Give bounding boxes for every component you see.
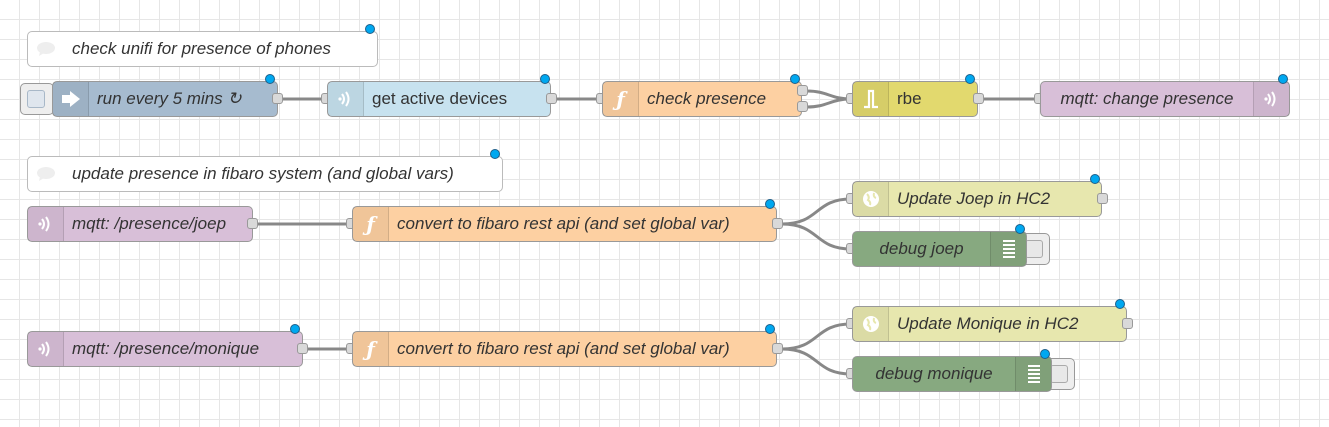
inject-arrow-icon	[53, 82, 89, 116]
changed-indicator	[1015, 224, 1025, 234]
changed-indicator	[540, 74, 550, 84]
function-node-check-presence[interactable]: ƒ check presence	[602, 81, 802, 117]
wire	[781, 197, 852, 226]
output-port-2[interactable]	[797, 101, 808, 112]
mqtt-icon	[28, 207, 64, 241]
mqtt-in-node-joep[interactable]: mqtt: /presence/joep	[27, 206, 253, 242]
globe-icon	[853, 182, 889, 216]
output-port[interactable]	[772, 343, 783, 354]
node-label: run every 5 mins ↻	[97, 89, 242, 108]
function-icon: ƒ	[353, 207, 389, 241]
debug-node-monique[interactable]: debug monique	[852, 356, 1052, 392]
comment-label: update presence in fibaro system (and gl…	[72, 164, 454, 183]
rbe-icon	[853, 82, 889, 116]
mqtt-icon	[1253, 82, 1289, 116]
node-label: debug joep	[879, 239, 964, 258]
node-label: get active devices	[372, 89, 508, 108]
node-label: Update Monique in HC2	[897, 314, 1079, 333]
debug-list-icon	[990, 232, 1026, 266]
output-port-1[interactable]	[797, 85, 808, 96]
function-node-convert-joep[interactable]: ƒ convert to fibaro rest api (and set gl…	[352, 206, 777, 242]
wire	[781, 347, 852, 376]
output-port[interactable]	[973, 93, 984, 104]
output-port[interactable]	[272, 93, 283, 104]
globe-icon	[853, 307, 889, 341]
mqtt-icon	[28, 332, 64, 366]
node-label: mqtt: /presence/joep	[72, 214, 227, 233]
debug-node-joep[interactable]: debug joep	[852, 231, 1027, 267]
output-port[interactable]	[772, 218, 783, 229]
unifi-node[interactable]: get active devices	[327, 81, 551, 117]
changed-indicator	[765, 199, 775, 209]
node-label: debug monique	[875, 364, 993, 383]
function-node-convert-monique[interactable]: ƒ convert to fibaro rest api (and set gl…	[352, 331, 777, 367]
mqtt-out-node[interactable]: mqtt: change presence	[1040, 81, 1290, 117]
output-port[interactable]	[247, 218, 258, 229]
comment-icon	[28, 32, 64, 66]
function-icon: ƒ	[353, 332, 389, 366]
node-label: convert to fibaro rest api (and set glob…	[397, 339, 730, 358]
output-port[interactable]	[1122, 318, 1133, 329]
changed-indicator	[965, 74, 975, 84]
inject-button[interactable]	[20, 83, 54, 115]
comment-label: check unifi for presence of phones	[72, 39, 331, 58]
inject-node[interactable]: run every 5 mins ↻	[52, 81, 278, 117]
node-label: check presence	[647, 89, 767, 108]
node-label: mqtt: change presence	[1060, 89, 1234, 108]
changed-indicator	[1278, 74, 1288, 84]
rbe-node[interactable]: rbe	[852, 81, 978, 117]
http-request-node-joep[interactable]: Update Joep in HC2	[852, 181, 1102, 217]
output-port[interactable]	[297, 343, 308, 354]
mqtt-in-node-monique[interactable]: mqtt: /presence/monique	[27, 331, 303, 367]
changed-indicator	[290, 324, 300, 334]
output-port[interactable]	[1097, 193, 1108, 204]
wire	[781, 222, 852, 251]
changed-indicator	[1090, 174, 1100, 184]
node-label: convert to fibaro rest api (and set glob…	[397, 214, 730, 233]
wire	[806, 89, 852, 101]
comment-icon	[28, 157, 64, 191]
changed-indicator	[490, 149, 500, 159]
node-label: rbe	[897, 89, 922, 108]
wire	[781, 322, 852, 351]
comment-node-unifi[interactable]: check unifi for presence of phones	[27, 31, 378, 67]
wire	[806, 97, 852, 109]
node-label: Update Joep in HC2	[897, 189, 1051, 208]
node-label: mqtt: /presence/monique	[72, 339, 260, 358]
output-port[interactable]	[546, 93, 557, 104]
debug-list-icon	[1015, 357, 1051, 391]
mqtt-icon	[328, 82, 364, 116]
changed-indicator	[265, 74, 275, 84]
http-request-node-monique[interactable]: Update Monique in HC2	[852, 306, 1127, 342]
changed-indicator	[790, 74, 800, 84]
function-icon: ƒ	[603, 82, 639, 116]
changed-indicator	[1040, 349, 1050, 359]
changed-indicator	[1115, 299, 1125, 309]
changed-indicator	[765, 324, 775, 334]
changed-indicator	[365, 24, 375, 34]
comment-node-fibaro[interactable]: update presence in fibaro system (and gl…	[27, 156, 503, 192]
